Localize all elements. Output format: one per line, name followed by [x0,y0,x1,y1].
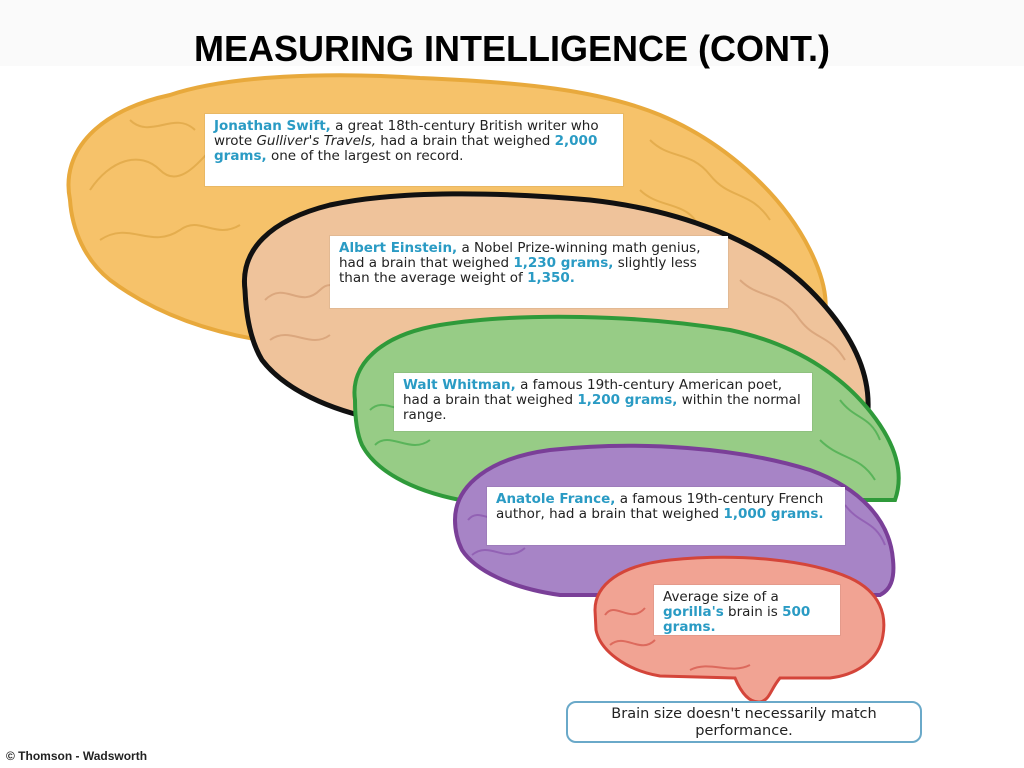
copyright-credit: © Thomson - Wadsworth [6,749,148,763]
gorilla-text-b: brain is [723,604,783,620]
einstein-name: Albert Einstein, [339,240,458,256]
page-title: MEASURING INTELLIGENCE (CONT.) [194,28,830,69]
swift-text-c: one of the largest on record. [266,148,464,164]
whitman-text-a: a famous 19th-century American poet, had… [403,377,783,408]
einstein-weight: 1,230 grams, [513,255,614,271]
gorilla-caption: Average size of a gorilla's brain is 500… [654,585,840,635]
gorilla-name: gorilla's [663,604,724,620]
whitman-text-b: within the normal range. [403,392,801,423]
einstein-text-a: a Nobel Prize-winning math genius, had a… [339,240,701,271]
whitman-weight: 1,200 grams, [577,392,678,408]
france-name: Anatole France, [496,491,616,507]
brain-whitman-folds [369,399,881,481]
france-weight: 1,000 grams. [723,506,824,522]
whitman-name: Walt Whitman, [403,377,516,393]
brain-gorilla-folds [604,607,751,671]
whitman-caption: Walt Whitman, a famous 19th-century Amer… [394,373,812,431]
swift-text-a: a great 18th-century British writer who … [214,118,599,149]
swift-weight: 2,000 grams, [214,133,598,164]
swift-name: Jonathan Swift, [214,118,331,134]
performance-note: Brain size doesn't necessarily match per… [566,701,922,743]
gorilla-weight: 500 grams. [663,604,811,635]
swift-caption: Jonathan Swift, a great 18th-century Bri… [205,114,623,186]
einstein-text-b: slightly less than the average weight of [339,255,697,286]
gorilla-text-a: Average size of a [663,589,779,605]
france-text-a: a famous 19th-century French author, had… [496,491,824,522]
title-band [0,0,1024,66]
france-caption: Anatole France, a famous 19th-century Fr… [487,487,845,545]
einstein-average: 1,350. [527,270,575,286]
einstein-caption: Albert Einstein, a Nobel Prize-winning m… [330,236,728,308]
swift-work: Gulliver's Travels, [256,133,376,149]
swift-text-b: had a brain that weighed [376,133,555,149]
